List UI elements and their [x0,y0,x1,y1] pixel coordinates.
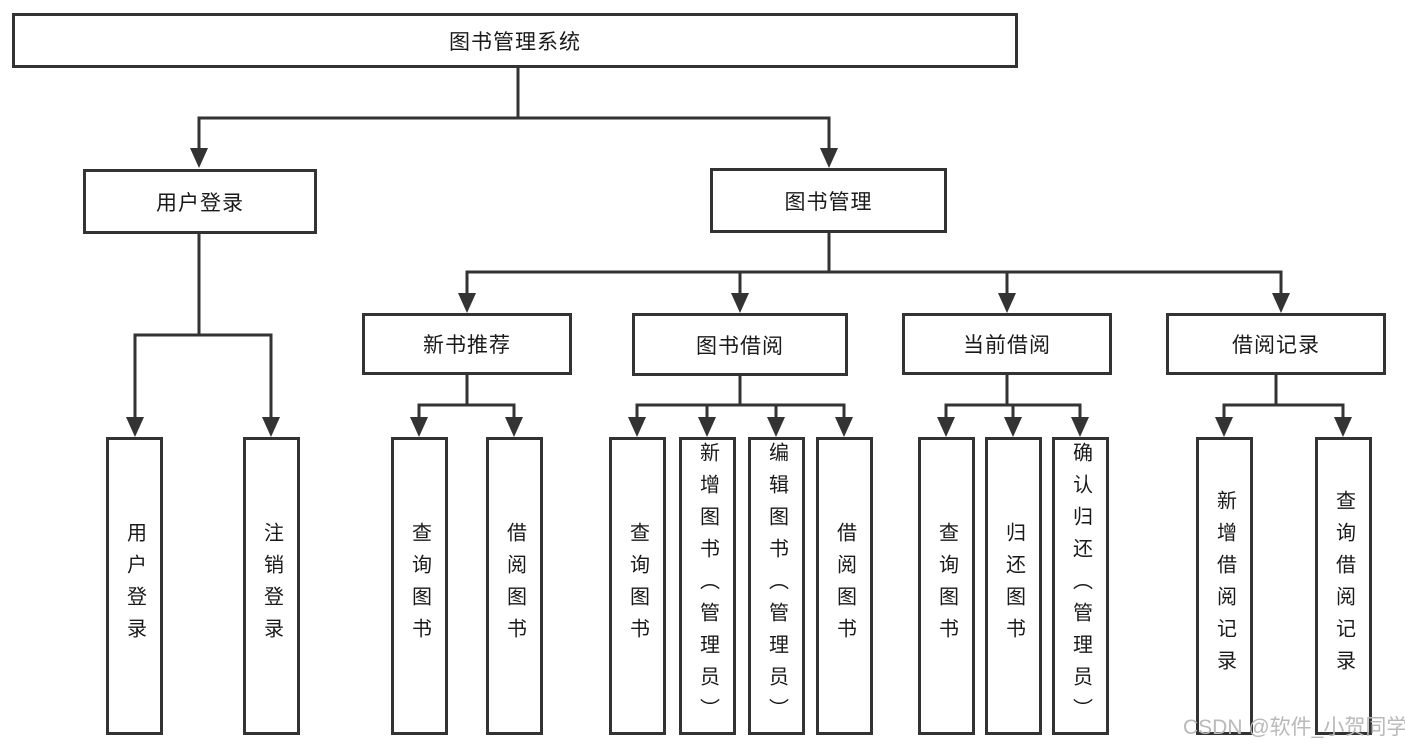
connector-new-book-recommend-children [410,373,523,437]
leaf-edit-books-admin: 编辑图书（管理员） [748,437,805,735]
leaf-query-books-current: 查询图书 [918,437,975,735]
leaf-confirm-return-admin: 确认归还（管理员） [1052,437,1109,735]
leaf-logout-login: 注销登录 [243,437,300,735]
node-book-management: 图书管理 [710,168,947,233]
connector-borrow-records-children [1215,373,1352,437]
leaf-add-books-admin: 新增图书（管理员） [679,437,736,735]
connector-current-borrow-children [937,373,1089,437]
connector-book-borrow-children [628,374,853,437]
leaf-borrow-books-recommend: 借阅图书 [486,437,543,735]
node-current-borrow: 当前借阅 [902,313,1112,375]
connector-root-to-level2 [190,64,838,168]
connector-user-login-children [126,230,280,437]
leaf-add-borrow-record: 新增借阅记录 [1196,437,1253,735]
csdn-watermark: CSDN @软件_小贺同学 [1183,716,1405,739]
leaf-borrow-books: 借阅图书 [816,437,873,735]
connector-book-management-children [458,231,1290,313]
node-user-login: 用户登录 [83,169,317,234]
node-borrow-records: 借阅记录 [1166,313,1386,375]
leaf-query-books-recommend: 查询图书 [391,437,448,735]
node-book-borrow: 图书借阅 [632,313,848,376]
leaf-query-books-borrow: 查询图书 [609,437,666,735]
node-library-management-system: 图书管理系统 [12,13,1018,68]
leaf-user-login: 用户登录 [106,437,163,735]
node-new-book-recommend: 新书推荐 [362,313,572,375]
leaf-return-books: 归还图书 [985,437,1042,735]
leaf-query-borrow-record: 查询借阅记录 [1315,437,1372,735]
